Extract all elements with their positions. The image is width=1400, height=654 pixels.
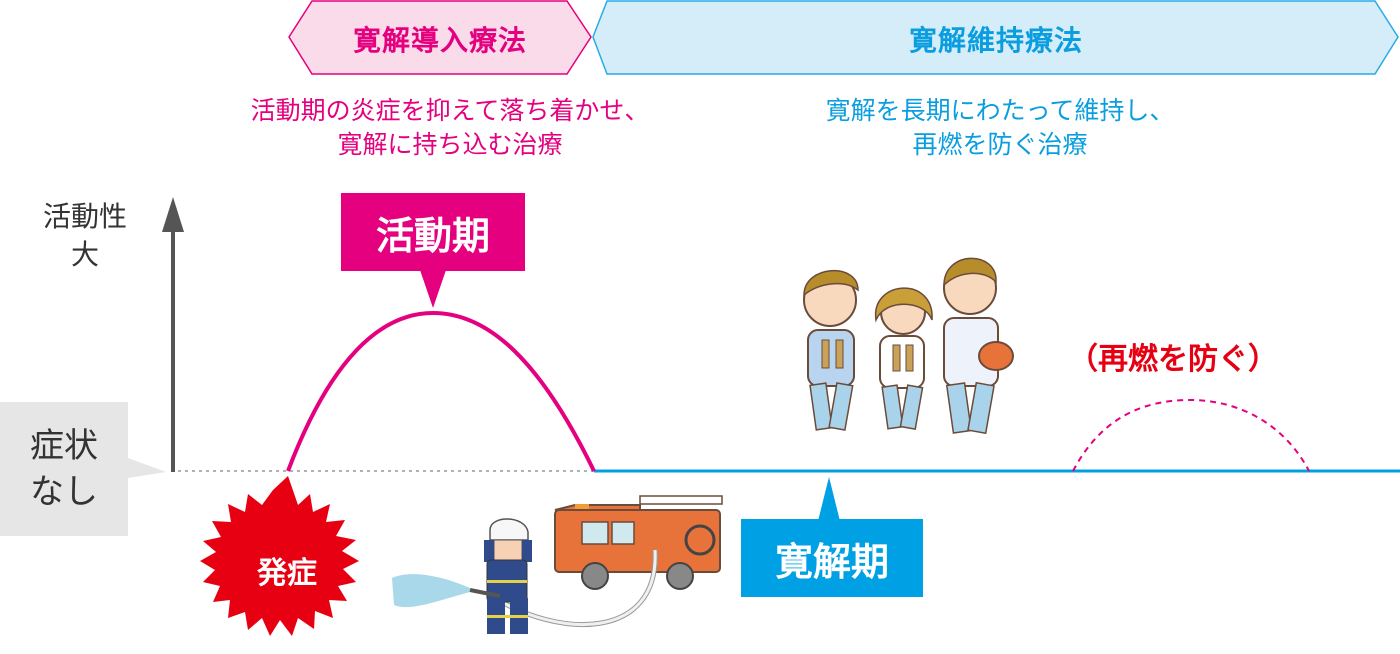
family-illustration-icon xyxy=(803,257,1014,435)
y-axis-top-label-line1: 活動性 xyxy=(42,200,127,233)
induction-therapy-label: 寛解導入療法 xyxy=(352,24,527,57)
y-axis-arrowhead-icon xyxy=(162,197,184,232)
remission-tag-pointer xyxy=(818,477,840,521)
maintenance-description-line2: 再燃を防ぐ治療 xyxy=(912,130,1088,159)
baseline-label-line2: なし xyxy=(30,472,98,512)
y-axis-top-label-line2: 大 xyxy=(70,238,99,271)
relapse-dashed-curve xyxy=(1072,398,1310,472)
active-phase-tag: 活動期 xyxy=(341,193,525,271)
maintenance-description-line1: 寛解を長期にわたって維持し、 xyxy=(825,96,1175,125)
baseline-label-pointer xyxy=(128,458,166,478)
active-phase-curve xyxy=(286,310,596,472)
induction-banner xyxy=(288,0,592,75)
induction-description-line2: 寛解に持ち込む治療 xyxy=(337,130,563,159)
baseline-label-box: 症状 なし xyxy=(0,402,128,536)
y-axis-top-label: 活動性 大 xyxy=(20,198,150,274)
active-tag-pointer xyxy=(420,270,446,308)
remission-phase-tag: 寛解期 xyxy=(741,519,923,597)
baseline-label-line1: 症状 xyxy=(30,426,98,466)
onset-label: 発症 xyxy=(257,556,317,591)
maintenance-banner xyxy=(592,0,1399,75)
firefighter-illustration-icon xyxy=(392,495,723,634)
induction-description: 活動期の炎症を抑えて落ち着かせ、 寛解に持ち込む治療 xyxy=(180,94,720,162)
maintenance-therapy-label: 寛解維持療法 xyxy=(908,24,1083,57)
maintenance-description: 寛解を長期にわたって維持し、 再燃を防ぐ治療 xyxy=(760,94,1240,162)
onset-starburst-icon xyxy=(200,476,359,636)
relapse-prevention-label: （再燃を防ぐ） xyxy=(1068,342,1278,377)
induction-description-line1: 活動期の炎症を抑えて落ち着かせ、 xyxy=(250,96,650,125)
